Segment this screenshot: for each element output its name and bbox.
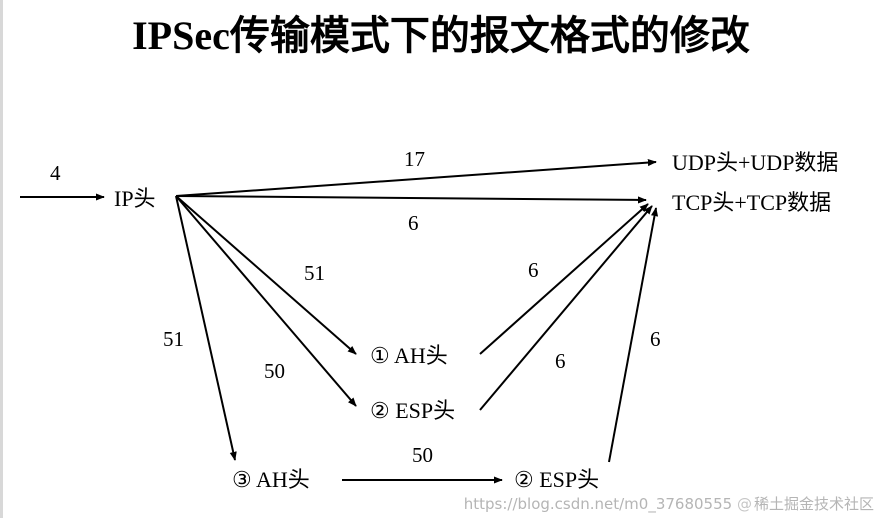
node-ah-1: ① AH头 [370,343,448,368]
edge-label-esp2-tcp: 6 [555,349,566,373]
watermark-url: https://blog.csdn.net/m0_37680555 [463,495,733,513]
edge-ip-ah3-arrow [175,195,237,461]
edge-label-ah1-tcp: 6 [528,258,539,282]
edge-esp3-tcp-arrow [608,207,659,463]
edge-label-esp3-tcp: 6 [650,327,661,351]
edge-ip-udp-arrow [175,158,657,197]
edge-label-ip-udp: 17 [404,147,425,171]
watermark-logo-icon: @ [736,495,752,513]
watermark-brand: 稀土掘金技术社区 [753,495,874,513]
edge-label-ip-ah1: 51 [304,261,325,285]
node-ip-header: IP头 [114,186,156,211]
node-udp: UDP头+UDP数据 [672,150,839,175]
edge-ip-esp2-arrow [175,195,357,407]
edge-ip-tcp-arrow [175,195,647,204]
node-tcp: TCP头+TCP数据 [672,190,832,215]
left-border [0,0,3,518]
node-esp-2: ② ESP头 [370,398,456,423]
edge-label-ip-ah3: 51 [163,327,184,351]
edge-ip-ah1-arrow [175,195,357,355]
edge-esp2-tcp-arrow [479,205,653,411]
edge-label-ip-esp2: 50 [264,359,285,383]
page-title: IPSec传输模式下的报文格式的修改 [132,13,750,58]
watermark: https://blog.csdn.net/m0_37680555 @稀土掘金技… [464,494,874,514]
node-ah-3: ③ AH头 [232,467,310,492]
edge-label-ah3-esp3: 50 [412,443,433,467]
edge-label-ip-tcp: 6 [408,211,419,235]
node-esp-3: ② ESP头 [514,467,600,492]
edge-ah1-tcp-arrow [479,203,649,355]
edge-label-in-ip: 4 [50,161,61,185]
